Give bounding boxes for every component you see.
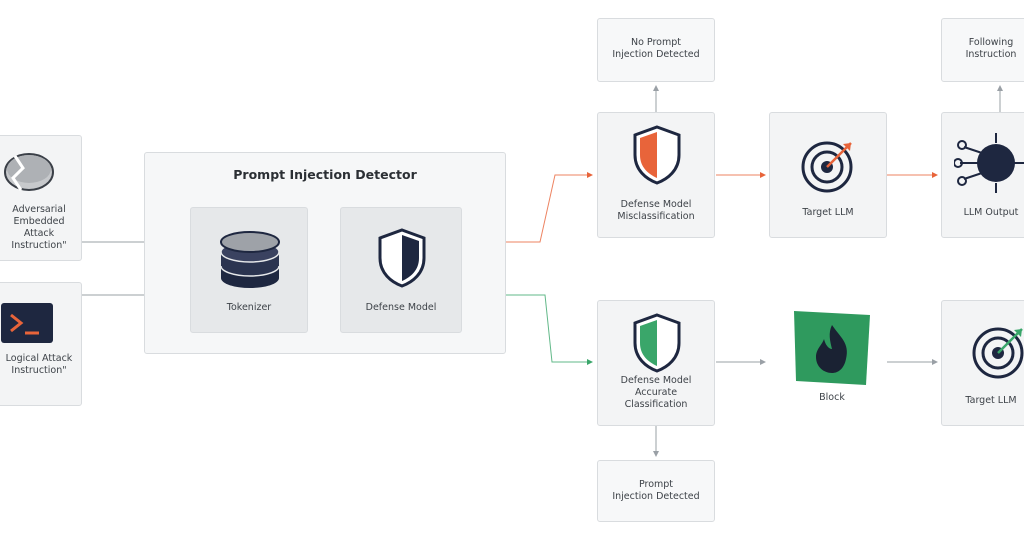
target-llm-bottom-box: Target LLM — [941, 300, 1024, 426]
shield-orange-icon — [633, 125, 681, 185]
accurate-classification-label: Defense Model Accurate Classification — [620, 375, 692, 410]
logical-attack-input: Logical Attack Instruction" — [0, 282, 82, 406]
accurate-classification-box: Defense Model Accurate Classification — [597, 300, 715, 426]
target-icon — [972, 327, 1024, 379]
target-icon — [801, 141, 853, 193]
broken-disk-icon — [4, 153, 54, 191]
block-label: Block — [819, 392, 845, 403]
chip-icon — [954, 133, 1024, 193]
injection-detected-box: Prompt Injection Detected — [597, 460, 715, 522]
target-llm-bottom-label: Target LLM — [965, 395, 1017, 406]
misclassification-label: Defense Model Misclassification — [617, 199, 695, 222]
adversarial-attack-input: Adversarial Embedded Attack Instruction" — [0, 135, 82, 261]
following-instruction-label: Following Instruction — [965, 37, 1017, 60]
fire-icon — [794, 311, 870, 385]
no-injection-label: No Prompt Injection Detected — [612, 37, 700, 60]
target-llm-top-box: Target LLM — [769, 112, 887, 238]
database-icon — [220, 231, 280, 288]
injection-detected-label: Prompt Injection Detected — [612, 479, 700, 502]
following-instruction-box: Following Instruction — [941, 18, 1024, 82]
shield-icon — [378, 228, 426, 288]
shield-green-icon — [633, 313, 681, 373]
llm-output-box: LLM Output — [941, 112, 1024, 238]
adversarial-attack-label: Adversarial Embedded Attack Instruction" — [11, 204, 67, 251]
terminal-icon — [1, 303, 53, 343]
misclassification-box: Defense Model Misclassification — [597, 112, 715, 238]
detector-title: Prompt Injection Detector — [233, 167, 417, 182]
tokenizer-box: Tokenizer — [190, 207, 308, 333]
logical-attack-label: Logical Attack Instruction" — [5, 353, 73, 376]
tokenizer-label: Tokenizer — [226, 302, 272, 313]
llm-output-label: LLM Output — [963, 207, 1019, 218]
defense-model-box: Defense Model — [340, 207, 462, 333]
target-llm-top-label: Target LLM — [802, 207, 854, 218]
no-injection-box: No Prompt Injection Detected — [597, 18, 715, 82]
defense-model-label: Defense Model — [365, 302, 437, 313]
